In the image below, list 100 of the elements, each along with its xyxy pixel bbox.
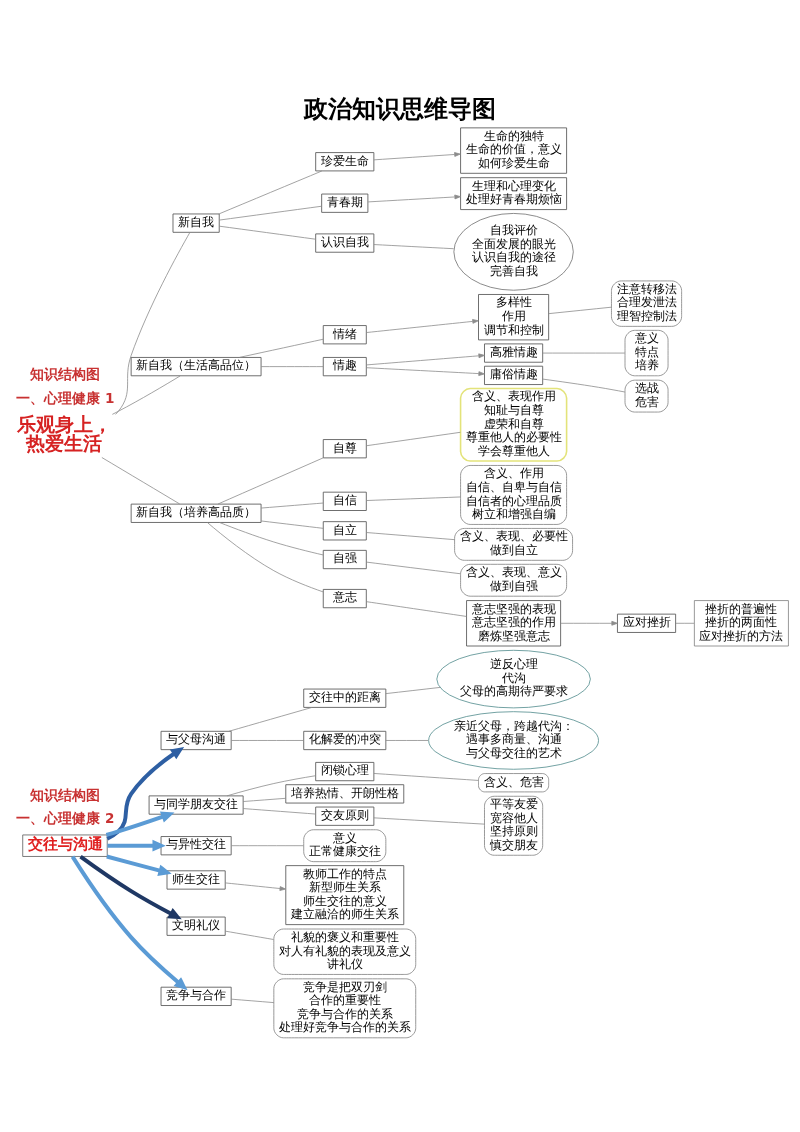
connector: [217, 456, 324, 504]
node-box: 意志: [322, 588, 367, 608]
label: 一、心理健康 1: [16, 389, 115, 406]
connector: [260, 502, 324, 508]
connector: [111, 375, 181, 415]
connector: [231, 844, 305, 846]
arrow: [367, 194, 461, 202]
arrow: [70, 855, 188, 990]
connector: [231, 739, 305, 741]
node-box: 生理和心理变化 处理好青春期烦恼: [460, 176, 568, 210]
node-box: 青春期: [321, 193, 369, 213]
node-box: 多样性 作用 调节和控制: [478, 293, 550, 340]
connector: [260, 365, 324, 367]
node-ellipse: 亲近父母，跨越代沟：遇事多商量、沟通 与父母交往的艺术: [428, 710, 599, 770]
node-box: 情趣: [322, 356, 367, 376]
connector: [115, 231, 191, 415]
node-box: 应对挫折: [617, 613, 677, 633]
node-box: 培养热情、开朗性格: [285, 783, 405, 803]
connector: [228, 706, 313, 732]
connector: [366, 431, 461, 446]
node-box: 文明礼仪: [166, 916, 226, 936]
connector: [366, 561, 461, 574]
connector: [366, 496, 461, 501]
node-box: 含义、表现作用 知耻与自尊 虚荣和自尊 尊重他人的必要性 学会尊重他人: [459, 387, 568, 462]
connector: [385, 739, 429, 741]
connector: [373, 243, 455, 249]
node-ellipse: 自我评价 全面发展的眼光 认识自我的途径 完善自我: [453, 212, 574, 291]
node-box: 庸俗情趣: [484, 365, 544, 385]
connector: [218, 170, 323, 214]
node-box: 与父母沟通: [160, 730, 232, 750]
node-box: 师生交往: [166, 869, 226, 890]
arrow: [105, 810, 175, 837]
node-box: 选战 危害: [624, 379, 669, 412]
node-ellipse: 逆反心理 代沟 父母的高期待严要求: [436, 649, 591, 708]
node-box: 礼貌的褒义和重要性 对人有礼貌的表现及意义 讲礼仪: [273, 928, 417, 975]
arrow: [373, 151, 461, 160]
connector: [542, 352, 626, 353]
connector: [224, 930, 274, 940]
connector: [260, 520, 324, 529]
connector: [242, 807, 317, 814]
node-box: 含义、作用 自信、自卑与自信 自信者的心理品质 树立和增强自编: [460, 464, 567, 525]
node-box: 竞争是把双刃剑 合作的重要性 竞争与合作的关系 处理好竞争与合作的关系: [273, 977, 417, 1038]
arrow: [79, 854, 182, 919]
arrow: [107, 839, 166, 852]
node-box: 化解爱的冲突: [303, 730, 387, 750]
node-box: 意义 正常健康交往: [303, 828, 387, 862]
arrow: [560, 620, 618, 626]
arrow: [366, 352, 485, 365]
connector: [207, 521, 324, 592]
node-box: 新自我（生活高品位）: [130, 356, 262, 376]
connector: [373, 772, 479, 781]
node-box: 闭锁心理: [315, 761, 375, 781]
node-box: 认识自我: [315, 232, 375, 253]
node-box: 交往中的距离: [303, 688, 387, 708]
connector: [675, 622, 695, 624]
node-box: 自立: [322, 520, 367, 540]
node-box: 珍爱生命: [315, 151, 375, 171]
node-box: 含义、表现、意义 做到自强: [460, 563, 567, 597]
node-box: 与异性交往: [160, 835, 232, 855]
arrow: [224, 882, 286, 891]
label: 知识结构图: [30, 786, 101, 803]
node-box: 情绪: [322, 324, 367, 344]
connector: [385, 686, 441, 694]
node-box: 自强: [322, 549, 367, 569]
node-box: 平等友爱 宽容他人 坚持原则 慎交朋友: [484, 795, 544, 856]
node-box: 新自我: [172, 213, 220, 233]
connector: [239, 338, 324, 358]
connector: [373, 816, 485, 825]
arrow: [106, 746, 185, 840]
node-box: 与同学朋友交往: [148, 794, 244, 815]
connector: [226, 774, 316, 796]
node-box: 竞争与合作: [160, 986, 232, 1006]
node-text: 乐观身上，热爱生活: [16, 412, 112, 455]
node-box: 注意转移法 合理发泄法 理智控制法: [611, 280, 682, 327]
connector: [366, 531, 455, 540]
node-box: 自信: [322, 491, 367, 511]
connector: [548, 306, 612, 314]
node-box: 含义、危害: [478, 772, 550, 792]
node-box: 交往与沟通: [22, 834, 108, 857]
node-box: 自尊: [322, 438, 367, 458]
label: 一、心理健康 2: [16, 809, 115, 826]
node-box: 挫折的普遍性 挫折的两面性 应对挫折的方法: [693, 599, 789, 646]
node-box: 生命的独特 生命的价值，意义 如何珍爱生命: [460, 126, 568, 174]
connector: [219, 521, 324, 555]
diagram-title: 政治知识思维导图: [303, 94, 496, 123]
arrow: [366, 366, 485, 376]
arrow: [366, 318, 479, 333]
connector: [231, 998, 275, 1003]
connector: [366, 600, 467, 617]
node-box: 意志坚强的表现 意志坚强的作用 磨炼坚强意志: [466, 599, 562, 646]
connector: [242, 797, 287, 802]
node-box: 新自我（培养高品质）: [130, 503, 262, 523]
label: 知识结构图: [30, 365, 101, 382]
connector: [218, 225, 317, 240]
arrow: [106, 854, 172, 876]
connector: [542, 378, 626, 392]
connector: [101, 456, 181, 504]
node-box: 交友原则: [315, 806, 375, 826]
connector: [218, 205, 322, 220]
node-box: 含义、表现、必要性 做到自立: [454, 527, 573, 561]
